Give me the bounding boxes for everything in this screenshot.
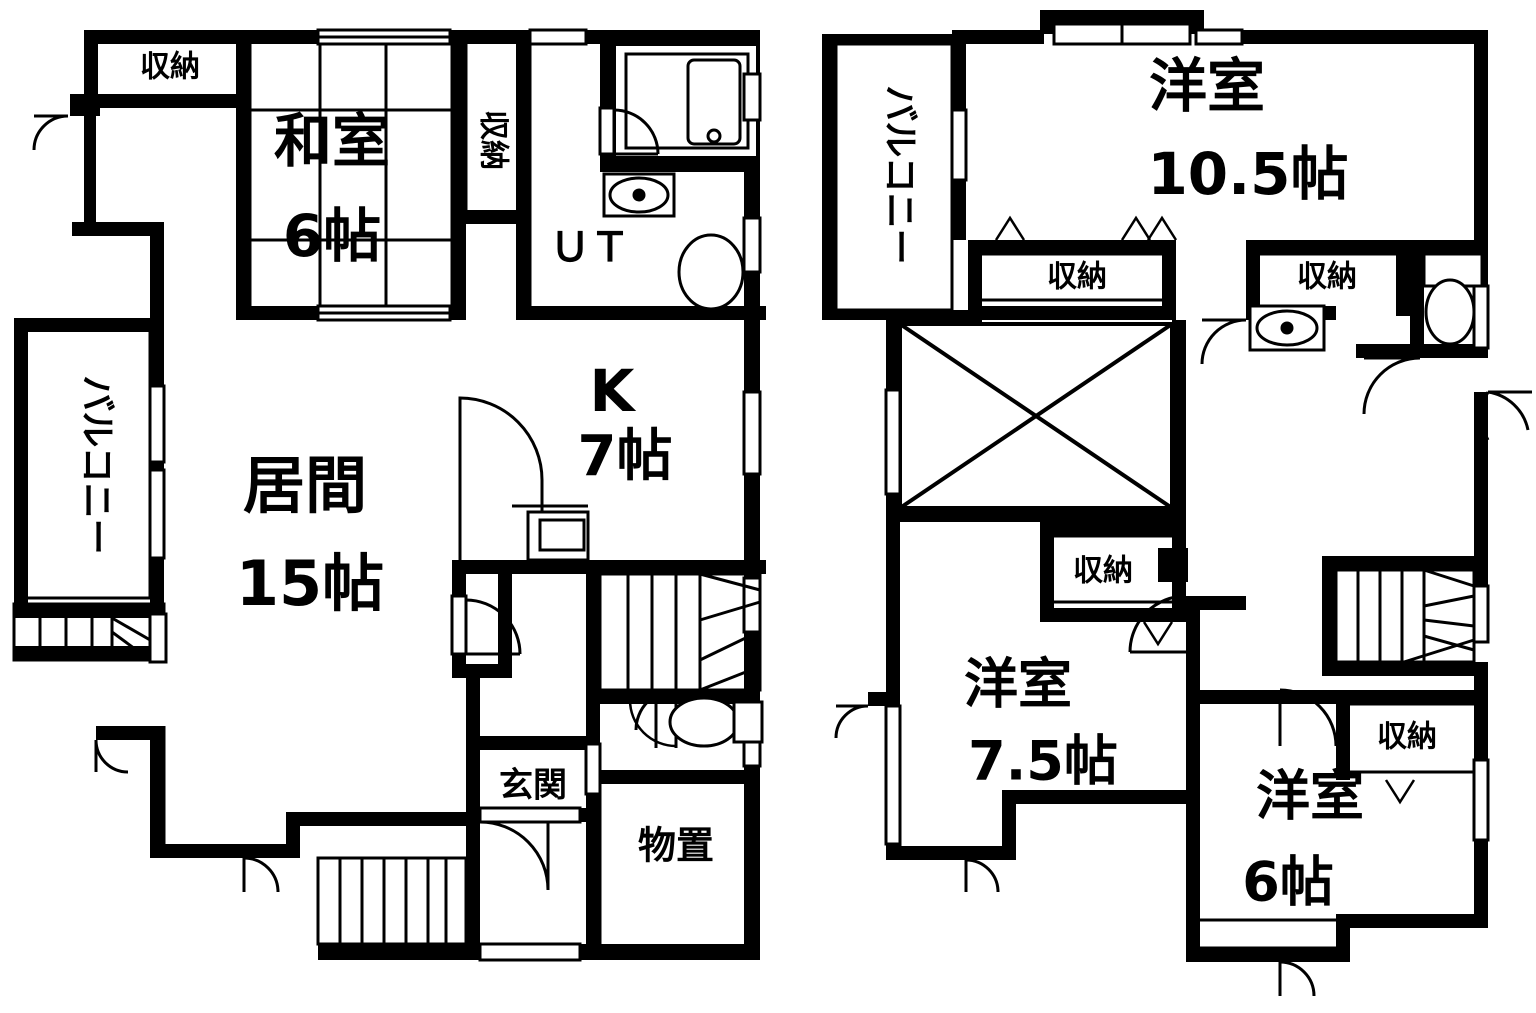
- room-label-yoshitsu-75: 洋室: [964, 653, 1072, 716]
- room-size-washitsu: 6帖: [283, 202, 381, 270]
- room-label-yoshitsu-6: 洋室: [1256, 765, 1364, 828]
- floor1-details: [12, 28, 764, 962]
- room-size-yoshitsu-6: 6帖: [1242, 851, 1334, 914]
- room-label-closet-a: 収納: [1047, 260, 1107, 295]
- room-label-balcony-2f: バルコニー: [879, 85, 920, 264]
- room-label-closet-washitsu: 収納: [476, 110, 511, 170]
- room-label-balcony-1f: バルコニー: [76, 375, 117, 554]
- floor1-labels: 収納 和室 6帖 収納 ＵＴ K 7帖 居間 15帖 バルコニー 玄関 物置: [76, 50, 714, 868]
- room-label-closet-d: 収納: [1377, 720, 1437, 755]
- interior-stairs-1f: [598, 572, 762, 748]
- floor2-labels: バルコニー 洋室 10.5帖 収納 収納 収納 収納 洋室 7.5帖 洋室 6帖: [879, 52, 1437, 914]
- floor2-details: [834, 22, 1532, 997]
- room-label-closet-nw: 収納: [140, 50, 200, 85]
- stair-void-2f: [898, 322, 1174, 510]
- entrance-stairs: [316, 856, 468, 946]
- room-label-living: 居間: [243, 449, 367, 522]
- room-label-closet-b: 収納: [1297, 260, 1357, 295]
- room-label-washitsu: 和室: [274, 107, 390, 175]
- floor-2-plan: バルコニー 洋室 10.5帖 収納 収納 収納 収納 洋室 7.5帖 洋室 6帖: [822, 10, 1532, 997]
- room-size-kitchen: 7帖: [578, 424, 673, 489]
- room-size-living: 15帖: [236, 547, 384, 620]
- room-label-storeroom: 物置: [638, 824, 714, 868]
- room-size-yoshitsu-75: 7.5帖: [968, 730, 1118, 793]
- room-label-closet-c: 収納: [1073, 554, 1133, 589]
- room-label-genkan: 玄関: [499, 766, 567, 806]
- room-label-kitchen: K: [590, 357, 637, 425]
- room-size-yoshitsu-105: 10.5帖: [1147, 140, 1348, 208]
- floor-1-plan: 収納 和室 6帖 収納 ＵＴ K 7帖 居間 15帖 バルコニー 玄関 物置: [12, 28, 766, 962]
- room-label-ut: ＵＴ: [550, 225, 630, 271]
- room-label-yoshitsu-105: 洋室: [1149, 52, 1265, 120]
